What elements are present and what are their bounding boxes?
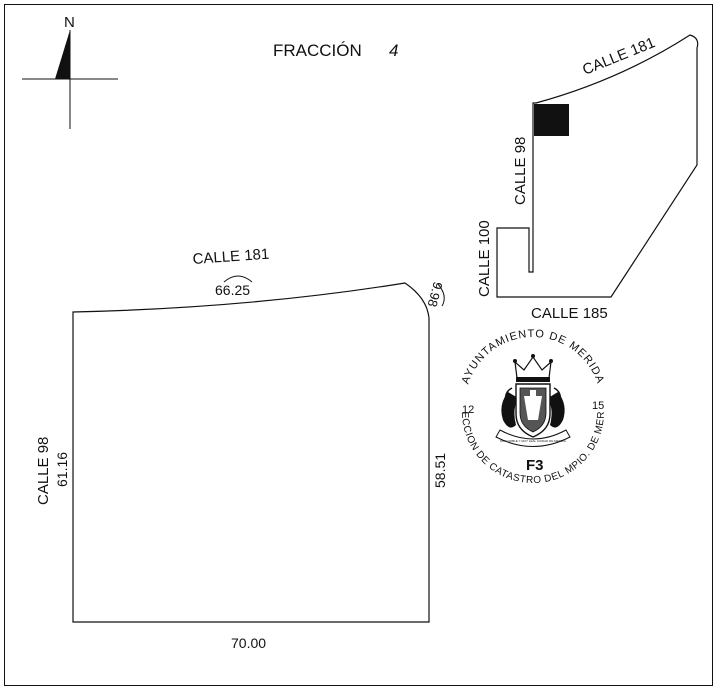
map-bottom-street-label: CALLE 185 [531,305,608,322]
north-arrow: N [22,14,118,129]
motto-banner-text: MUY NOBLE Y MUY LEAL CIUDAD DE MERIDA [500,439,566,443]
top-street-label: CALLE 181 [192,246,270,268]
left-length-label: 61.16 [54,452,70,487]
title-text: FRACCIÓN [273,41,362,60]
fraction-number: 4 [389,41,398,60]
map-left-street-2-label: CALLE 100 [476,220,493,297]
crown-icon [513,354,553,382]
seal-left-number: 12 [462,404,474,416]
motto-banner [495,429,571,447]
seal-right-number: 15 [592,400,604,412]
municipal-seal: AYUNTAMIENTO DE MERIDA DIRECCION DE CATA… [0,0,607,486]
left-street-label: CALLE 98 [35,437,52,505]
page-title: FRACCIÓN 4 [273,41,398,60]
corner-arc-mark [437,283,445,307]
north-label: N [64,14,75,31]
top-length-label: 66.25 [215,282,250,298]
top-arc-mark [223,275,253,283]
seal-code: F3 [526,457,544,474]
right-length-label: 58.51 [432,453,448,488]
lot-highlight [534,104,569,136]
map-top-street-label: CALLE 181 [580,34,658,79]
main-plot: CALLE 181 66.25 9.98 CALLE 98 61.16 58.5… [35,246,448,651]
block-outline [496,34,699,298]
page-border [4,4,713,686]
north-arrow-icon [55,30,70,79]
bottom-length-label: 70.00 [231,635,266,651]
coat-of-arms-shield-icon [515,383,551,438]
map-left-street-label: CALLE 98 [512,137,529,205]
plot-outline [72,282,430,623]
supporter-figures-icon [501,387,565,428]
location-map: CALLE 181 CALLE 98 CALLE 100 CALLE 185 [476,34,699,322]
